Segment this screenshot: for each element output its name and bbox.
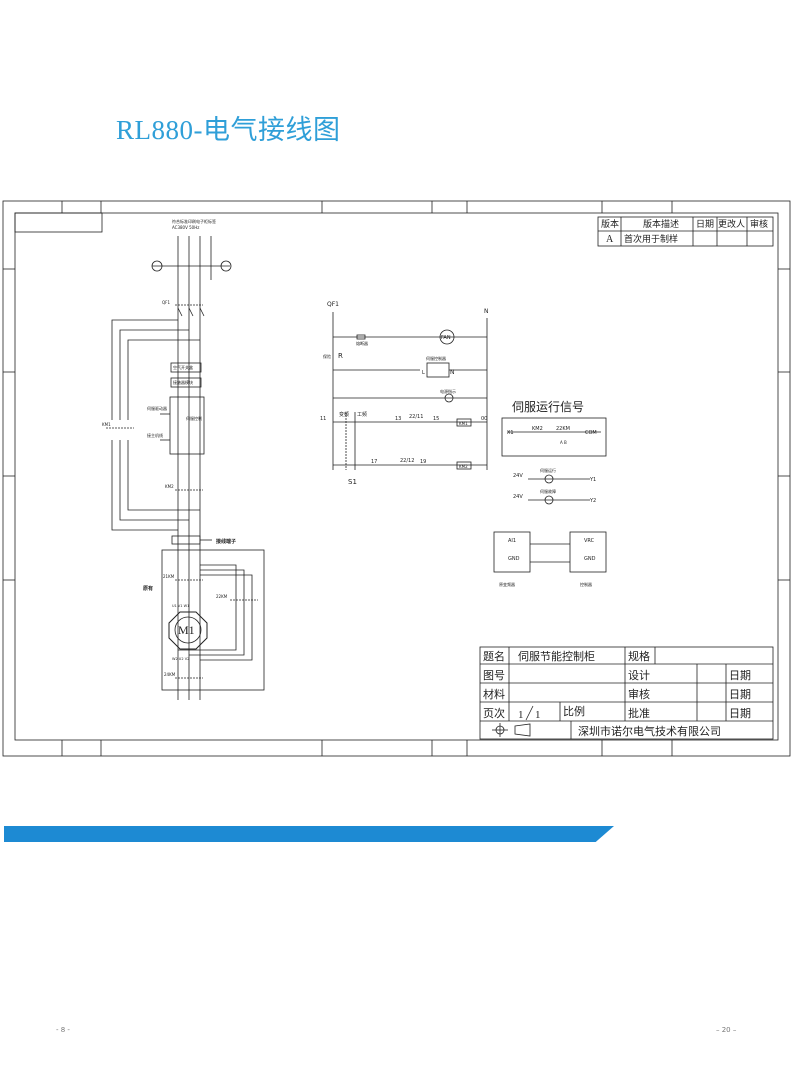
node-19: 19 — [420, 459, 426, 465]
node-11: 11 — [320, 416, 326, 422]
node-13: 13 — [395, 416, 401, 422]
signal-x1: X1 — [507, 430, 514, 436]
node-15: 15 — [433, 416, 439, 422]
tb-page-total: 1 — [535, 709, 541, 721]
supply-note-1: 符合标准印刷电子柜标签 — [172, 218, 216, 224]
io-vrc: VRC — [584, 538, 595, 544]
km24-label: 24KM — [164, 672, 176, 677]
revision-table — [597, 216, 774, 247]
left-label-2: 接主机线 — [147, 432, 163, 438]
fuse-label: 熔断器 — [356, 340, 368, 346]
breaker-label: QF1 — [162, 300, 170, 305]
tb-scale-label: 比例 — [563, 704, 585, 718]
signal-ab: A B — [560, 440, 567, 445]
supply-note-2: AC380V 50Hz — [172, 225, 199, 230]
rev-header-date: 日期 — [696, 219, 714, 230]
tb-date2: 日期 — [729, 688, 751, 701]
km1-label: KM1 — [102, 422, 111, 427]
servo-signal-box — [501, 417, 607, 457]
tb-drawing-label: 图号 — [483, 669, 505, 682]
tb-material-label: 材料 — [483, 687, 505, 701]
motor-terms-bottom: W2 U2 V2 — [172, 657, 189, 661]
lamp1-voltage: 24V — [513, 473, 523, 479]
node-00: 00 — [481, 416, 487, 422]
fan-label: FAN — [441, 335, 451, 341]
coil-km1-label: KM1 — [459, 421, 468, 426]
footer-left-page: - 8 - — [56, 1026, 70, 1034]
lamp2-label: 伺服故障 — [540, 488, 556, 494]
lamp1-label: 伺服运行 — [540, 467, 556, 473]
tb-name-value: 伺服节能控制柜 — [518, 649, 595, 663]
io-gnd2: GND — [584, 556, 596, 562]
ctrl-r-label: R — [338, 352, 343, 360]
servo-controller-label: 伺服控制器 — [426, 355, 446, 361]
tb-date1: 日期 — [729, 669, 751, 682]
frequency-label: 变频 — [339, 411, 349, 418]
inverter-io-box — [493, 531, 531, 573]
title-block — [479, 646, 774, 740]
ctrl-n-label: N — [484, 308, 489, 315]
lamp2-voltage: 24V — [513, 494, 523, 500]
outer-frame — [2, 200, 791, 757]
box-b-label: 接触器模块 — [173, 379, 193, 385]
existing-cabinet — [161, 549, 265, 691]
rev-header-review: 审核 — [750, 218, 768, 230]
power-indicator-label: 电源指示 — [440, 388, 456, 394]
tb-page-number: 1 — [518, 709, 524, 721]
servo-ctrl-text: 伺服控制 — [186, 415, 202, 421]
rev-header-description: 版本描述 — [643, 218, 679, 230]
tb-name-label: 题名 — [483, 649, 505, 663]
io-label-controller: 控制器 — [580, 581, 592, 587]
page-title: RL880-电气接线图 — [116, 115, 341, 145]
inner-frame — [14, 212, 779, 741]
footer-right-page: – 20 – — [716, 1026, 737, 1034]
coil-km2-label: KM2 — [459, 464, 468, 469]
tb-design-label: 设计 — [628, 669, 650, 682]
terminal-label: 接线端子 — [215, 538, 236, 545]
tb-spec-label: 规格 — [628, 649, 650, 663]
tb-date3: 日期 — [729, 707, 751, 720]
tb-review-label: 审核 — [628, 687, 650, 701]
rev-row-version: A — [606, 234, 614, 245]
km21-label: 21KM — [163, 574, 175, 579]
left-label-1: 伺服驱动器 — [147, 405, 167, 411]
ctrl-l-label: L — [422, 370, 425, 376]
origin-label: 原有 — [143, 585, 153, 592]
contact-21-label: 22/11 — [409, 414, 423, 420]
io-gnd1: GND — [508, 556, 520, 562]
controller-io-box — [569, 531, 607, 573]
node-17: 17 — [371, 459, 377, 465]
rev-header-version: 版本 — [601, 218, 619, 230]
rev-header-editor: 更改人 — [718, 218, 745, 230]
manual-label: 工频 — [357, 411, 367, 418]
ctrl-n2-label: N — [450, 369, 455, 376]
tb-page-label: 页次 — [483, 706, 505, 720]
tb-company: 深圳市诺尔电气技术有限公司 — [578, 724, 721, 738]
side-label: 保险 — [323, 353, 331, 359]
box-a-label: 空气开关盒 — [173, 364, 193, 370]
blue-banner — [4, 826, 614, 842]
s1-label: S1 — [348, 478, 357, 486]
rev-row-description: 首次用于制样 — [624, 233, 678, 245]
ctrl-qf-label: QF1 — [327, 301, 339, 308]
motor-label: M1 — [178, 623, 195, 637]
servo-signal-title: 伺服运行信号 — [512, 400, 584, 414]
motor-terms-top: U1 V1 W1 — [172, 604, 189, 608]
tb-approve-label: 批准 — [628, 706, 650, 720]
lamp1-output: Y1 — [589, 477, 596, 483]
lamp2-output: Y2 — [589, 498, 596, 504]
contact-22-label: 22/12 — [400, 458, 414, 464]
signal-km2: KM2 — [532, 426, 543, 432]
io-ai1: AI1 — [508, 538, 516, 544]
km22-label: 22KM — [216, 594, 228, 599]
km2-label: KM2 — [165, 484, 174, 489]
signal-22km: 22KM — [556, 426, 570, 432]
signal-com: COM — [585, 430, 597, 436]
io-label-inverter: 原变频器 — [499, 581, 515, 587]
